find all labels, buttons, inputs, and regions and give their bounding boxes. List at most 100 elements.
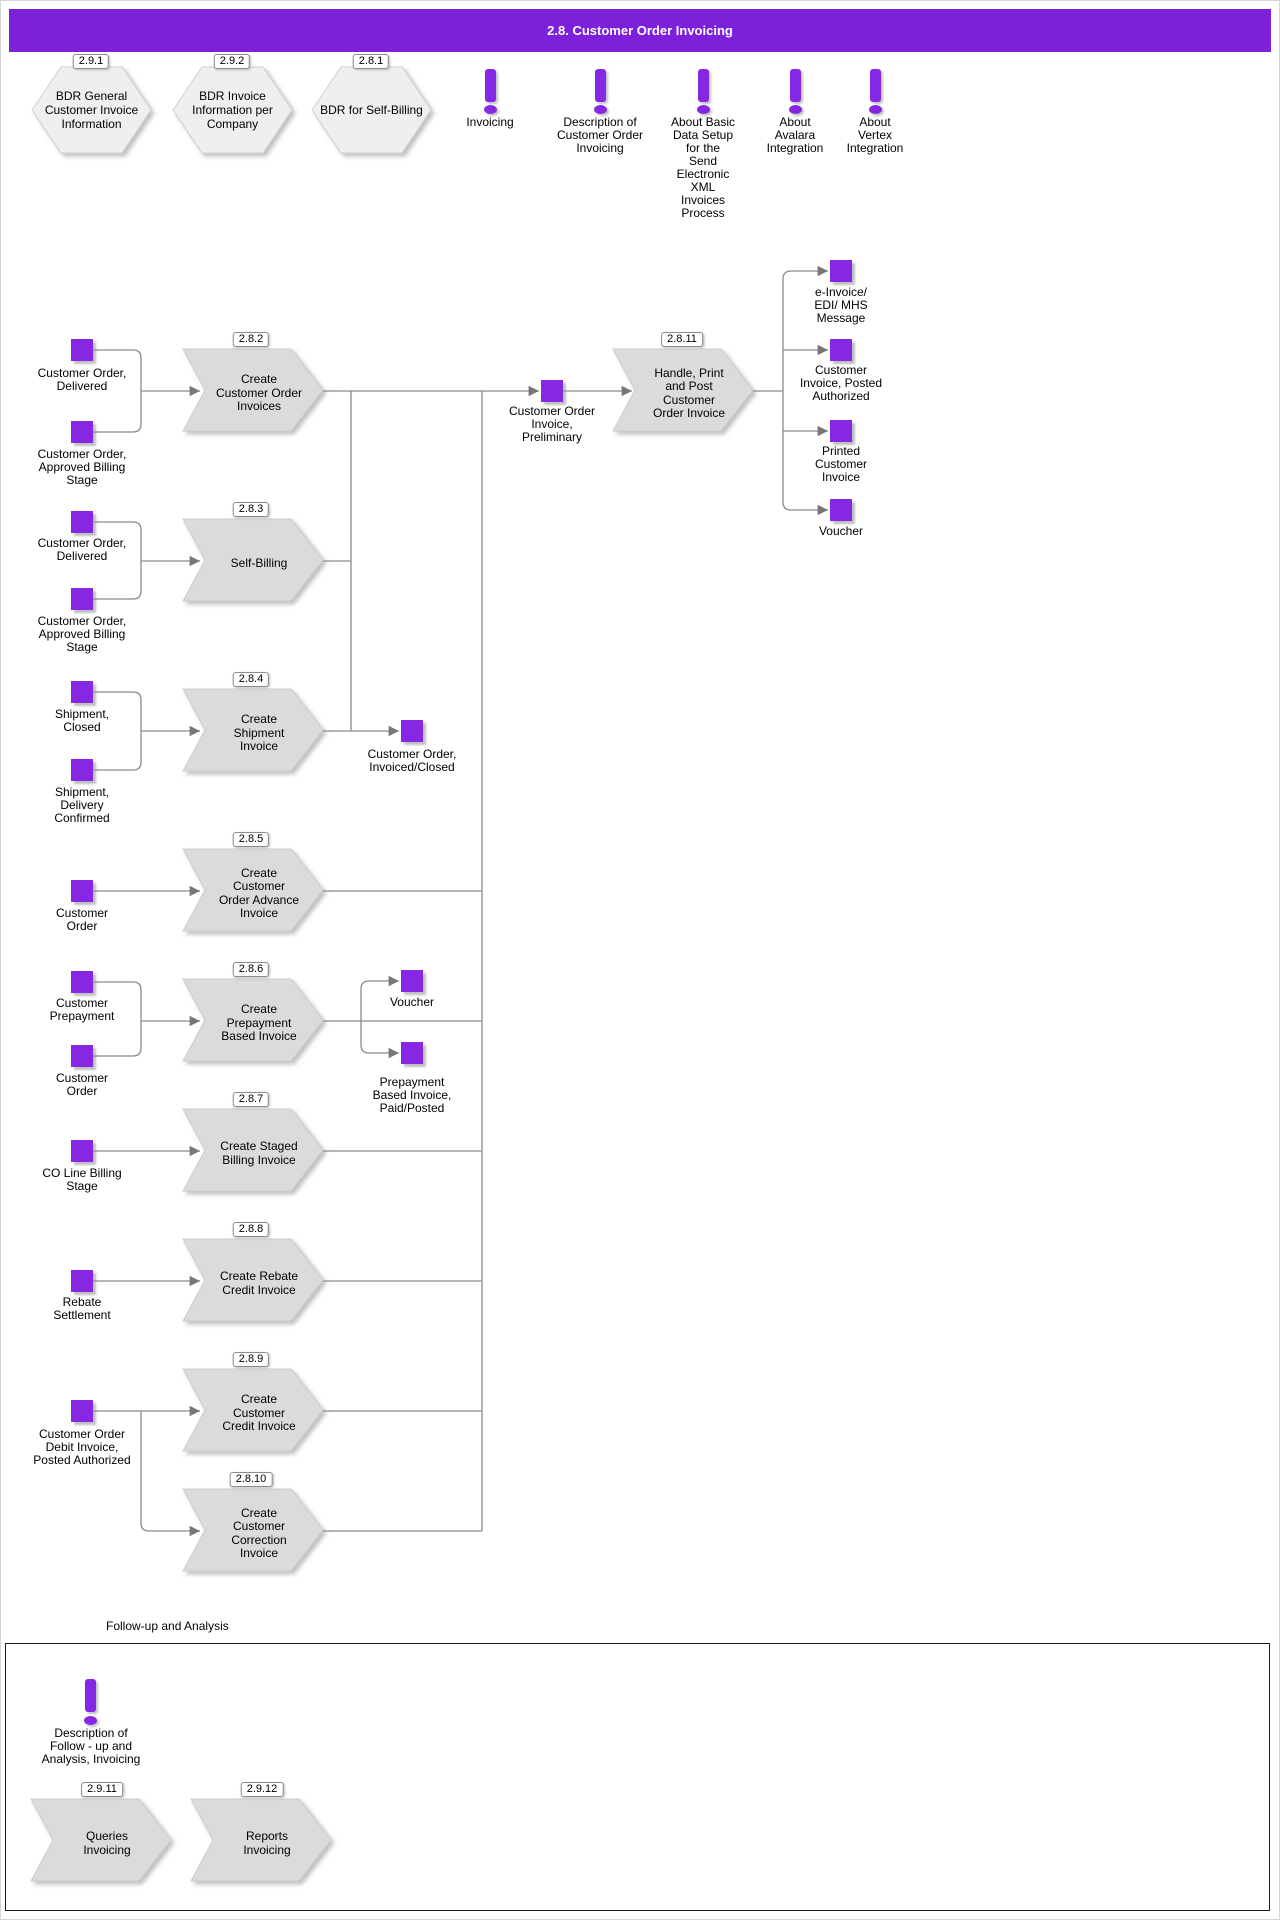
bdr-label: BDR for Self-Billing [320,103,423,117]
info-icon-dot [697,105,710,114]
data-square-customer-order-invoice-preliminary[interactable] [541,380,563,402]
info-icon-dot [484,105,497,114]
data-label: Customer Order, Approved Billing Stage [37,447,127,487]
process-label: Create Customer Order Advance Invoice [218,865,300,920]
process-reports-invoicing[interactable]: Reports Invoicing [187,1795,339,1892]
bdr-general-customer-invoice-information[interactable]: BDR General Customer Invoice Information [30,65,153,155]
data-label: Shipment, Closed [54,707,110,734]
badge-2-8-9[interactable]: 2.8.9 [232,1352,270,1367]
process-create-shipment-invoice[interactable]: Create Shipment Invoice [179,685,331,782]
process-label: Create Customer Order Invoices [215,372,303,414]
data-label: Customer Order, Delivered [37,536,127,563]
info-icon-dot [869,105,882,114]
data-square-customer-order-delivered[interactable] [71,511,93,533]
data-square-customer-order[interactable] [71,1045,93,1067]
data-label: Customer Order, Delivered [37,366,127,393]
process-create-staged-billing-invoice[interactable]: Create Staged Billing Invoice [179,1105,331,1202]
data-square-customer-order-approved-billing-stage[interactable] [71,588,93,610]
data-square-customer-order-invoiced-closed[interactable] [401,720,423,742]
data-square-prepayment-based-invoice-paid-posted[interactable] [401,1042,423,1064]
data-label: Customer Order [55,906,108,933]
data-label: Customer Order, Approved Billing Stage [37,614,127,654]
data-label: e-Invoice/ EDI/ MHS Message [814,285,868,325]
badge-2-8-7[interactable]: 2.8.7 [232,1092,270,1107]
data-label: Customer Prepayment [49,996,115,1023]
bdr-invoice-information-per-company[interactable]: BDR Invoice Information per Company [171,65,294,155]
badge-2-9-11[interactable]: 2.9.11 [81,1782,123,1797]
data-square-printed-customer-invoice[interactable] [830,420,852,442]
badge-2-8-4[interactable]: 2.8.4 [232,672,270,687]
process-handle-print-post-customer-order-invoice[interactable]: Handle, Print and Post Customer Order In… [609,345,761,442]
data-square-voucher[interactable] [401,970,423,992]
data-square-voucher[interactable] [830,499,852,521]
data-square-customer-prepayment[interactable] [71,971,93,993]
process-label: Create Rebate Credit Invoice [219,1269,299,1297]
process-label: Create Customer Correction Invoice [231,1505,287,1560]
badge-2-8-11[interactable]: 2.8.11 [661,332,703,347]
process-self-billing[interactable]: Self-Billing [179,515,331,612]
process-label: Self-Billing [230,555,288,570]
process-label: Reports Invoicing [243,1829,291,1857]
data-label: Voucher [818,524,864,538]
badge-2-9-12[interactable]: 2.9.12 [240,1782,284,1797]
info-icon-dot [84,1716,97,1725]
badge-2-8-3[interactable]: 2.8.3 [232,502,270,517]
data-square-shipment-closed[interactable] [71,681,93,703]
process-label: Create Shipment Invoice [233,712,285,754]
info-note-label: About Avalara Integration [766,115,824,155]
badge-2-8-10[interactable]: 2.8.10 [229,1472,273,1487]
info-icon-dot [594,105,607,114]
badge-2-8-6[interactable]: 2.8.6 [232,962,270,977]
process-queries-invoicing[interactable]: Queries Invoicing [27,1795,179,1892]
info-note-label: Description of Follow - up and Analysis,… [41,1726,141,1766]
info-icon[interactable] [485,69,496,102]
info-icon[interactable] [698,69,709,102]
data-label: Customer Order Invoice, Preliminary [508,404,596,444]
data-square-customer-order[interactable] [71,880,93,902]
data-square-customer-order-debit-invoice[interactable] [71,1400,93,1422]
badge-2-8-5[interactable]: 2.8.5 [232,832,270,847]
data-square-customer-invoice-posted-authorized[interactable] [830,339,852,361]
info-icon[interactable] [790,69,801,102]
data-square-customer-order-delivered[interactable] [71,339,93,361]
data-label: Customer Invoice, Posted Authorized [799,363,883,403]
info-icon-dot [789,105,802,114]
data-square-einvoice-edi-mhs-message[interactable] [830,260,852,282]
data-label: Customer Order, Invoiced/Closed [367,747,457,774]
data-label: Customer Order [55,1071,108,1098]
process-create-customer-credit-invoice[interactable]: Create Customer Credit Invoice [179,1365,331,1462]
badge-2-8-8[interactable]: 2.8.8 [232,1222,270,1237]
process-label: Handle, Print and Post Customer Order In… [652,365,726,420]
process-label: Queries Invoicing [83,1829,131,1857]
badge-2-8-2[interactable]: 2.8.2 [232,332,270,347]
data-square-rebate-settlement[interactable] [71,1270,93,1292]
process-create-prepayment-based-invoice[interactable]: Create Prepayment Based Invoice [179,975,331,1072]
info-icon[interactable] [595,69,606,102]
data-label: Customer Order Debit Invoice, Posted Aut… [33,1427,131,1467]
bdr-label: BDR General Customer Invoice Information [44,89,139,131]
page-title: 2.8. Customer Order Invoicing [9,9,1271,52]
data-label: Rebate Settlement [53,1295,111,1322]
process-create-customer-order-invoices[interactable]: Create Customer Order Invoices [179,345,331,442]
info-note-label: About Basic Data Setup for the Send Elec… [670,115,736,220]
info-icon[interactable] [85,1679,96,1712]
badge-2-8-1[interactable]: 2.8.1 [352,54,390,69]
info-note-label: Description of Customer Order Invoicing [556,115,644,155]
badge-2-9-1[interactable]: 2.9.1 [72,54,110,69]
data-square-shipment-delivery-confirmed[interactable] [71,759,93,781]
data-label: Voucher [389,995,435,1009]
data-square-customer-order-approved-billing-stage[interactable] [71,421,93,443]
badge-2-9-2[interactable]: 2.9.2 [213,54,251,69]
process-create-rebate-credit-invoice[interactable]: Create Rebate Credit Invoice [179,1235,331,1332]
process-label: Create Staged Billing Invoice [220,1139,298,1167]
process-create-customer-correction-invoice[interactable]: Create Customer Correction Invoice [179,1485,331,1582]
info-icon[interactable] [870,69,881,102]
data-label: Prepayment Based Invoice, Paid/Posted [372,1075,452,1115]
process-label: Create Prepayment Based Invoice [221,1002,297,1044]
bdr-for-self-billing[interactable]: BDR for Self-Billing [310,65,433,155]
data-label: Printed Customer Invoice [814,444,867,484]
process-create-customer-order-advance-invoice[interactable]: Create Customer Order Advance Invoice [179,845,331,942]
followup-section-box [5,1643,1270,1911]
data-square-co-line-billing-stage[interactable] [71,1140,93,1162]
